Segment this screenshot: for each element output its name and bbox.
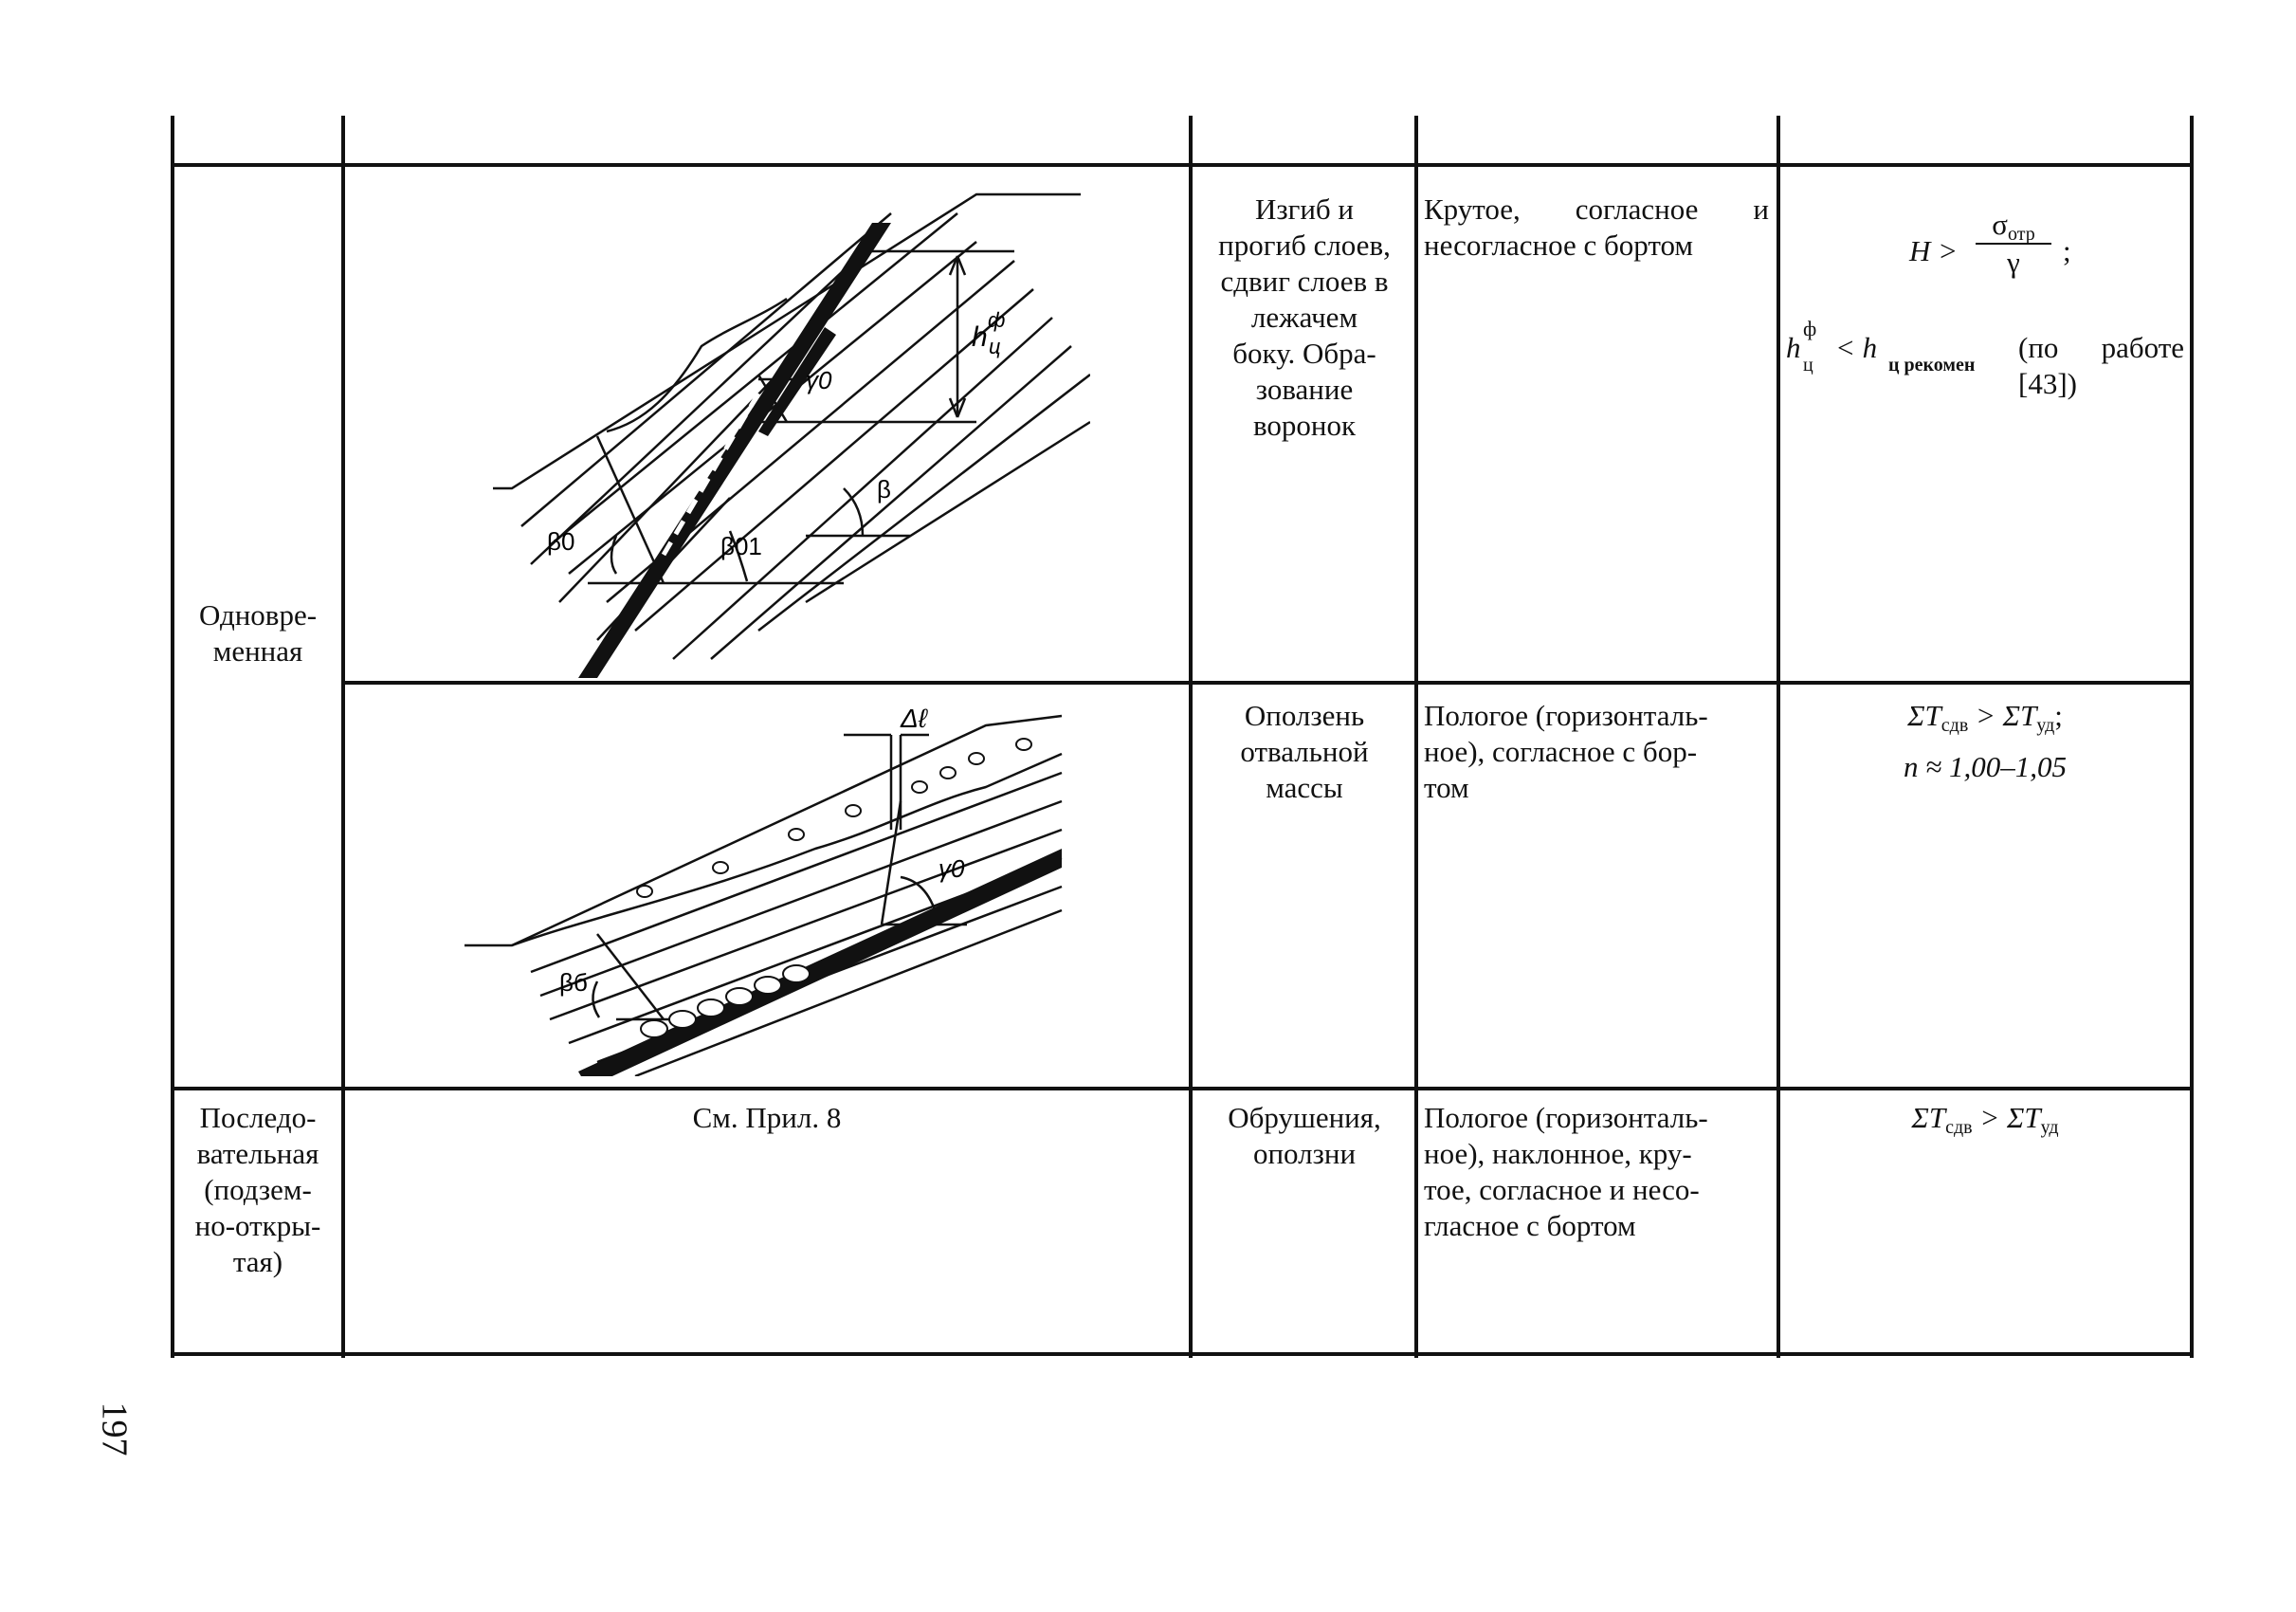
- process-collapse: Обрушения, оползни: [1228, 1101, 1381, 1170]
- bedding-various: Пологое (горизонталь- ное), наклонное, к…: [1424, 1101, 1708, 1242]
- bedding-gentle: Пологое (горизонталь- ное), согласное с …: [1424, 699, 1708, 804]
- condition-1: H > σотр γ ; h ф ц < h ц рекомен (по раб…: [1786, 208, 2184, 400]
- diagram-dump-landslide: Δℓ γ0 βб: [465, 704, 1063, 1076]
- mode-simultaneous: Одновре- менная: [198, 598, 318, 668]
- label-beta: β: [877, 475, 891, 504]
- page-number: 197: [94, 1401, 135, 1456]
- label-gamma0: γ0: [806, 366, 832, 394]
- label-gamma0-2: γ0: [938, 854, 965, 883]
- table-line: [171, 1087, 2194, 1090]
- table-line: [1777, 116, 1780, 1358]
- condition-3: ΣTсдв > ΣTуд: [1911, 1101, 2059, 1138]
- condition-2: ΣTсдв > ΣTуд; n ≈ 1,00–1,05: [1903, 699, 2067, 783]
- table-line: [2190, 116, 2194, 1358]
- diagram-bending-layers: h ф ц γ0 β β0 β01: [493, 192, 1090, 678]
- label-delta-l: Δℓ: [900, 704, 929, 733]
- table-line: [1189, 116, 1193, 1358]
- bedding-steep: Крутое, согласное и несогласное с бортом: [1424, 192, 1769, 262]
- process-bending: Изгиб и прогиб слоев, сдвиг слоев в лежа…: [1218, 192, 1391, 442]
- label-h-sub: ц: [989, 335, 1001, 358]
- table-line: [341, 681, 2194, 685]
- figure-reference: См. Прил. 8: [692, 1101, 842, 1134]
- table-line: [171, 1352, 2194, 1356]
- label-beta0: β0: [547, 527, 574, 556]
- label-h: h: [972, 321, 988, 353]
- label-beta01: β01: [720, 532, 762, 560]
- label-beta-b: βб: [559, 968, 588, 997]
- table-line: [1414, 116, 1418, 1358]
- process-landslide: Оползень отвальной массы: [1240, 699, 1369, 804]
- table-line: [341, 116, 345, 1358]
- mode-sequential: Последо- вательная (подзем- но-откры- та…: [194, 1101, 321, 1278]
- label-h-sup: ф: [988, 308, 1005, 332]
- table-line: [171, 163, 2194, 167]
- table-line: [171, 116, 174, 1358]
